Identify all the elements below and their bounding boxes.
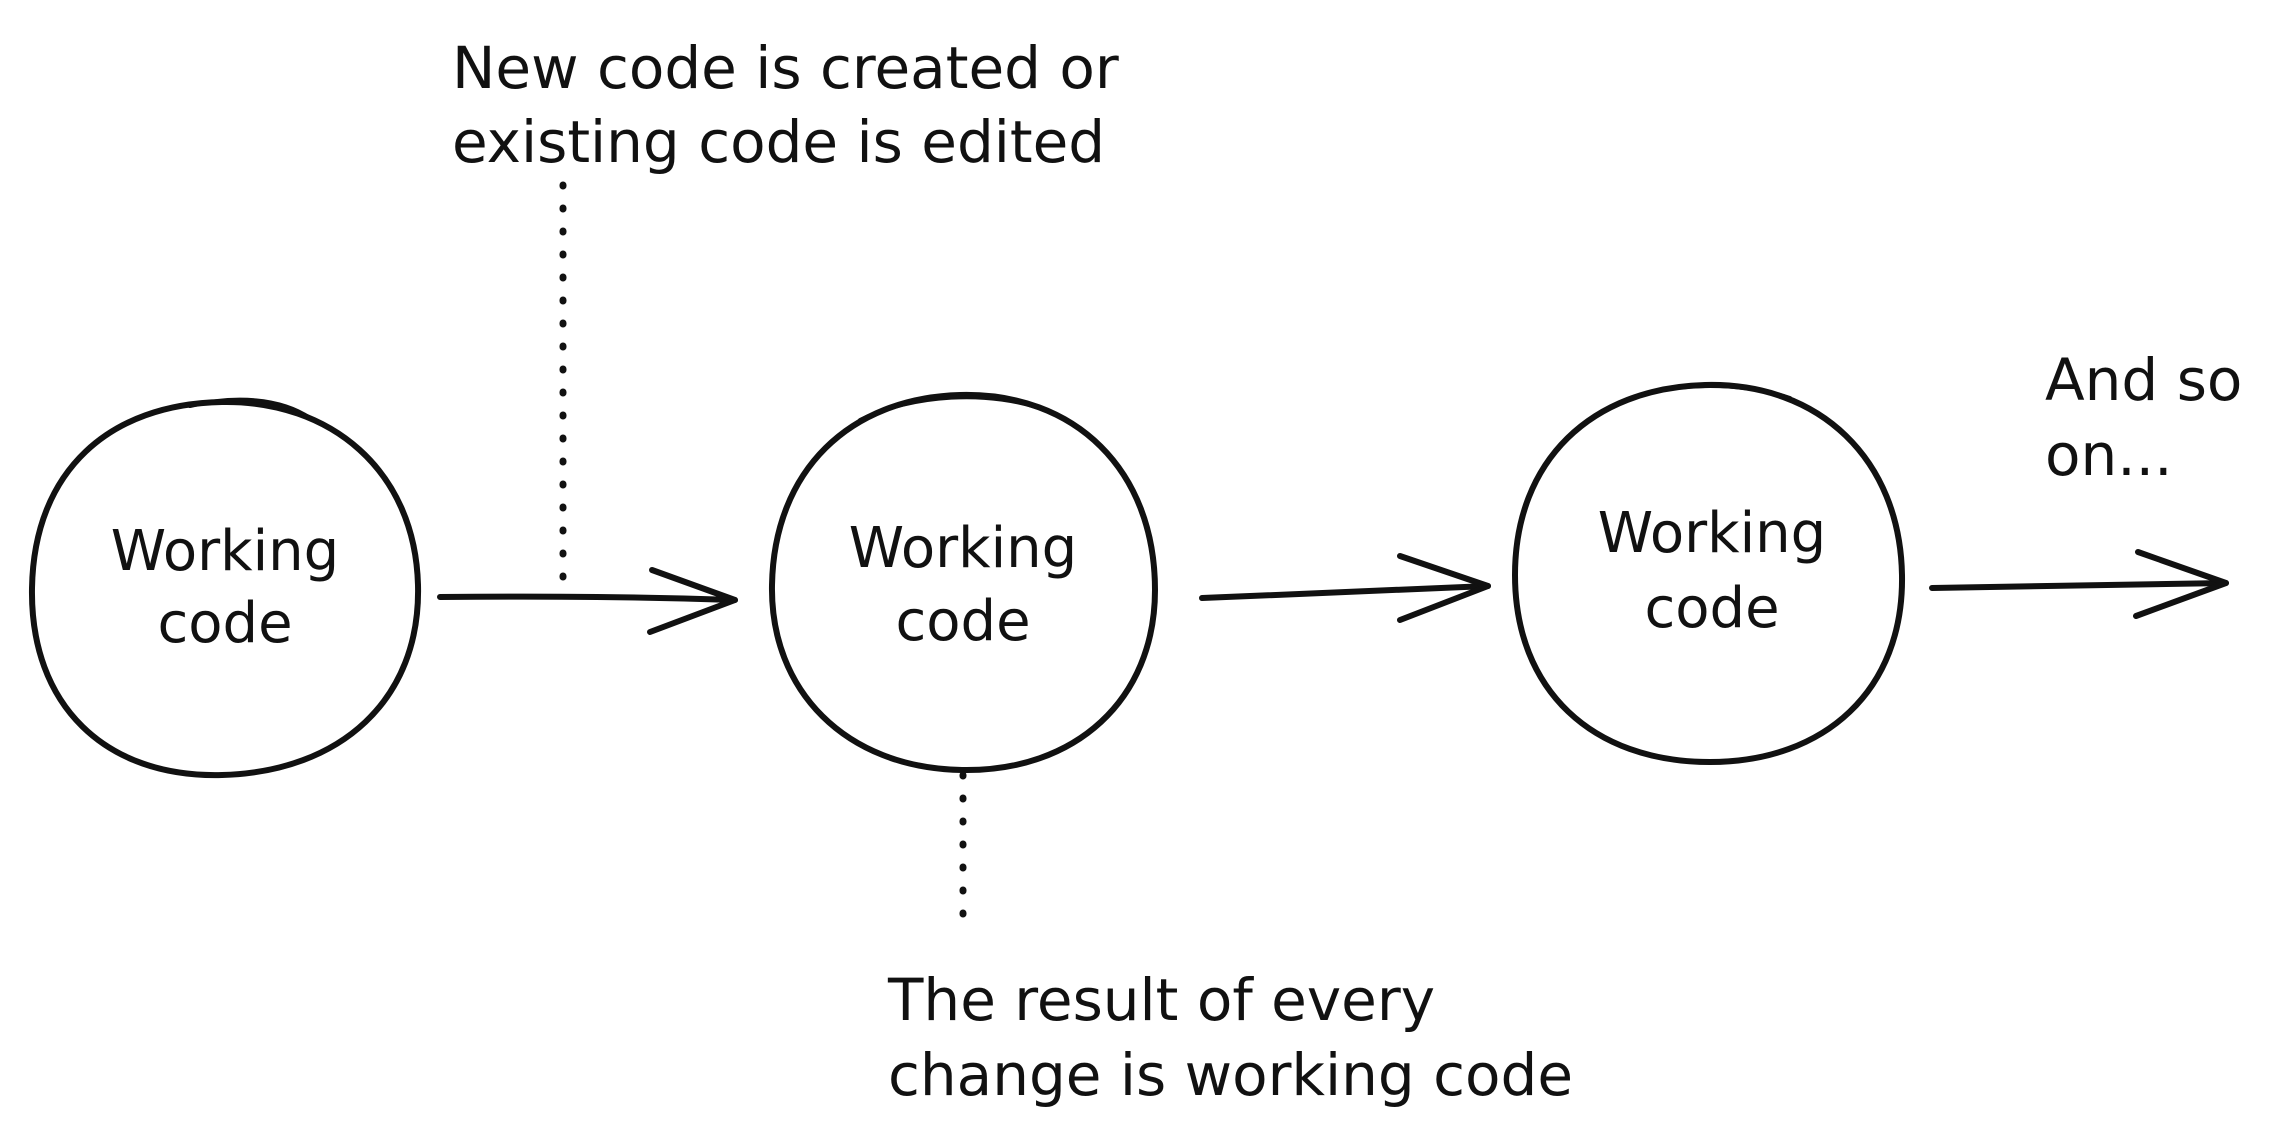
working-code-node-1: Working code [28,397,422,779]
arrow-2 [1199,553,1491,623]
continue-note-line-1: And so [2045,346,2242,414]
working-code-node-2: Working code [768,391,1158,774]
node-3-circle-sketch [1628,384,1792,400]
node-3-label-line-2: code [1644,576,1779,641]
node-2-label-line-1: Working [849,516,1077,581]
arrow-3-head [2133,549,2229,619]
arrow-3-shaft [1929,580,2229,591]
arrow-1-head [647,567,738,635]
arrow-2-shaft [1199,583,1491,601]
working-code-node-3: Working code [1512,381,1906,765]
node-2-circle-sketch [858,395,1052,422]
node-3-circle [1512,381,1906,765]
node-1-label-line-1: Working [111,519,339,584]
node-1-circle-sketch [188,397,312,420]
bottom-note-line-2: change is working code [888,1041,1573,1109]
node-2-label-line-2: code [895,589,1030,654]
arrow-2-head [1397,553,1491,623]
top-note-line-1: New code is created or [452,34,1119,102]
node-2-circle [768,391,1158,774]
node-3-label-line-1: Working [1598,501,1826,566]
top-note-line-2: existing code is edited [452,108,1105,176]
arrow-1-shaft [437,593,738,603]
bottom-note-line-1: The result of every [887,966,1435,1034]
node-1-label-line-2: code [157,591,292,656]
arrow-3 [1929,549,2229,619]
arrow-1 [437,567,738,635]
node-1-circle [28,398,422,779]
continue-note-line-2: on... [2045,421,2173,489]
